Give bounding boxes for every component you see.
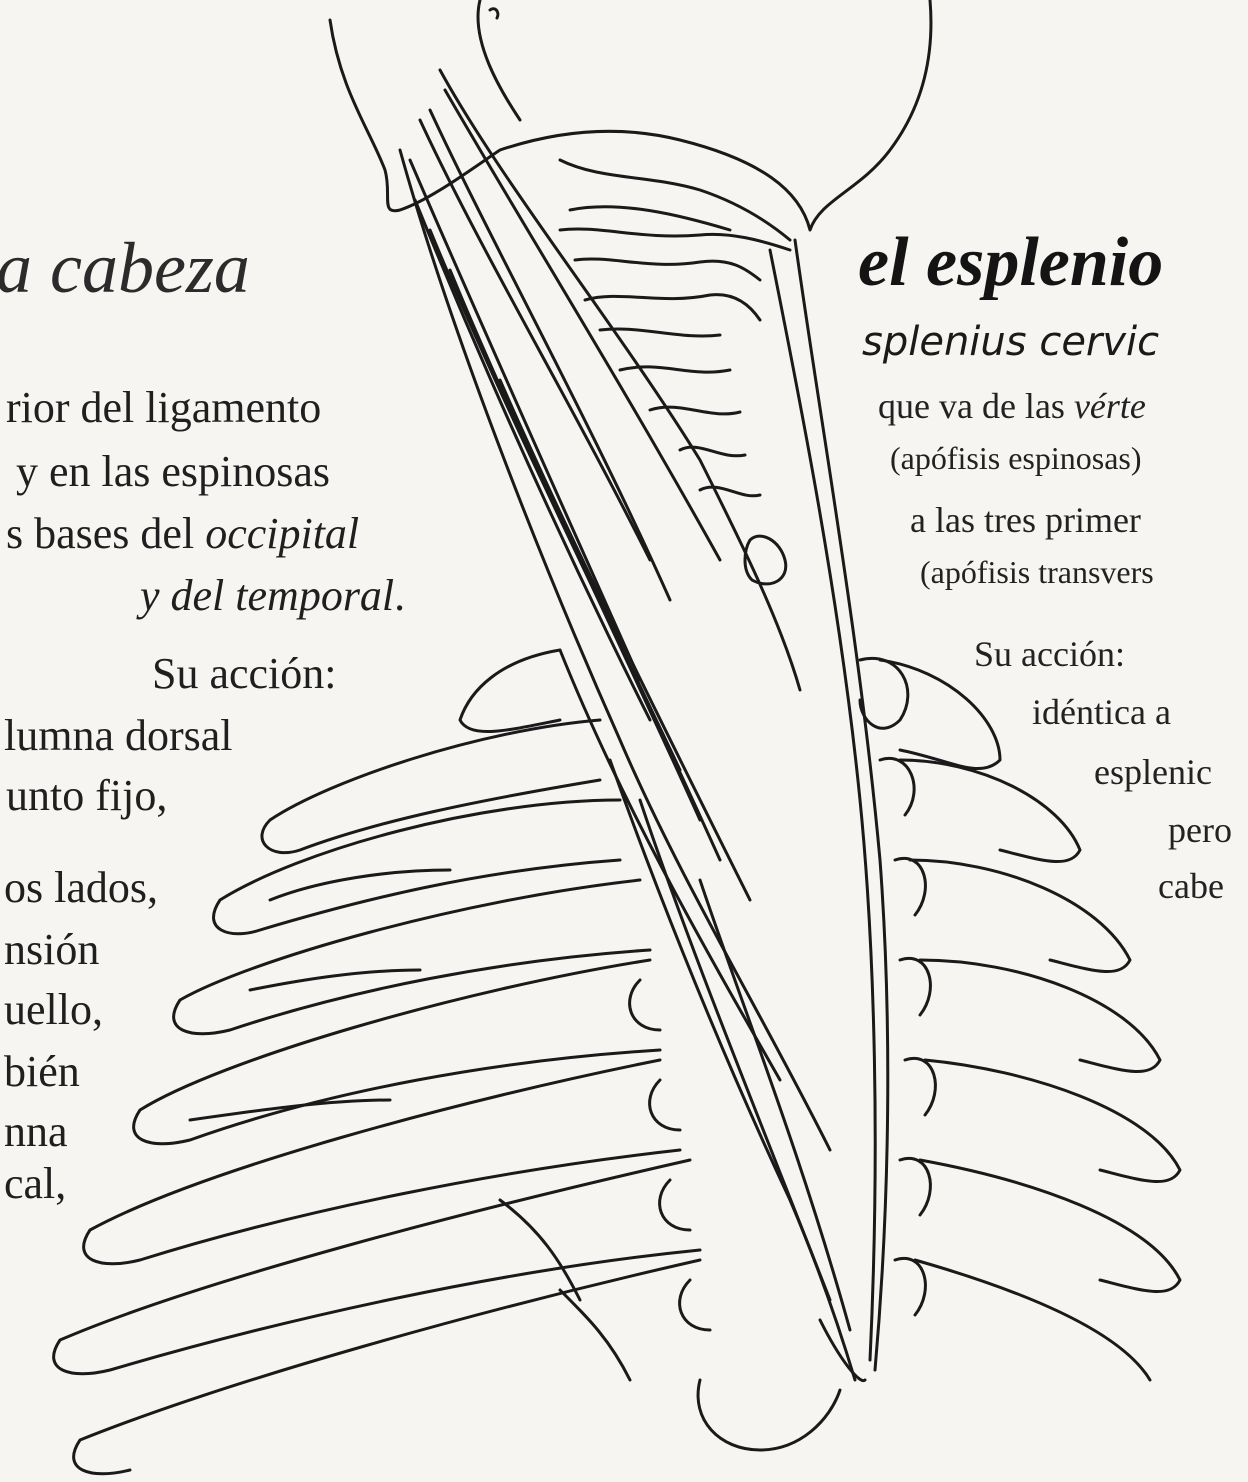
ribs-right [878,658,1182,1382]
left-line-9: nsión [4,925,100,974]
right-line-7: esplenic [1094,752,1212,792]
splenius-capitis-muscle [398,68,832,1152]
thoracic-spine [628,657,937,1452]
left-line-2: y en las espinosas [16,447,331,496]
ribs-left [52,648,702,1476]
left-line-6: lumna dorsal [4,711,233,760]
left-line-4: y del temporal. [140,571,406,620]
right-line-4: (apófisis transvers [920,554,1154,590]
right-title: el esplenio [858,224,1164,301]
cervical-vertebrae [558,227,792,586]
right-line-1: que va de las vérte [878,386,1146,426]
right-action-label: Su acción: [974,634,1125,674]
left-line-8: os lados, [4,863,158,912]
right-line-3: a las tres primer [910,500,1141,540]
left-line-7: unto fijo, [6,771,168,820]
right-line-8: pero [1168,810,1232,850]
right-line-2: (apófisis espinosas) [890,440,1142,476]
left-line-11: bién [4,1047,80,1096]
right-line-6: idéntica a [1032,692,1171,732]
left-line-10: uello, [4,985,103,1034]
left-action-label: Su acción: [152,649,337,698]
skull-base [328,0,933,242]
left-line-1: rior del ligamento [6,383,322,432]
splenius-cervicis-muscle [608,238,890,1383]
right-subtitle: splenius cervic [862,319,1160,365]
left-line-12: nna [4,1107,68,1156]
left-title: a cabeza [0,228,250,308]
left-line-3: s bases del occipital [6,509,360,558]
right-line-9: cabe [1158,866,1224,906]
left-line-13: cal, [4,1159,67,1208]
